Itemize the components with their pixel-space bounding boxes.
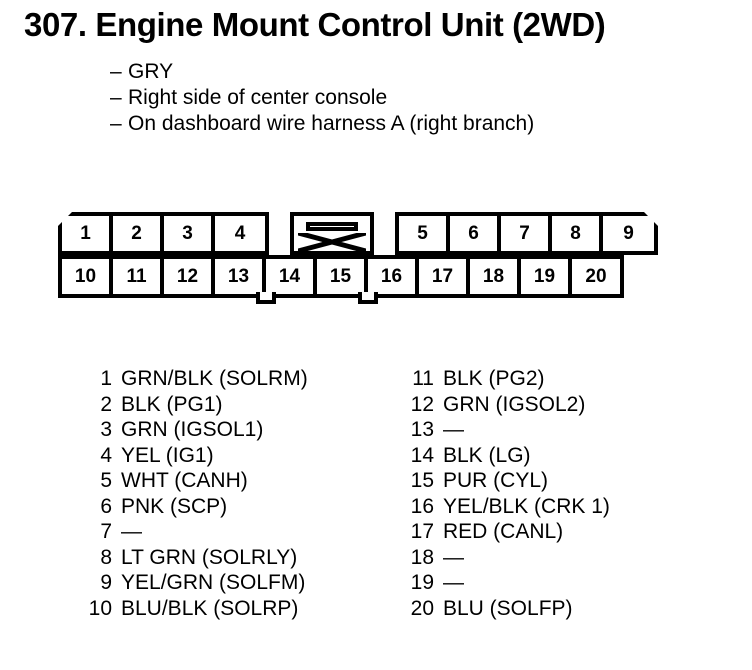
pin-row: 11 BLK (PG2) bbox=[404, 366, 610, 392]
pin-number: 14 bbox=[410, 443, 434, 467]
connector-latch-icon bbox=[290, 212, 374, 255]
pin-row: 5 WHT (CANH) bbox=[82, 468, 308, 494]
pin-number: 16 bbox=[410, 494, 434, 518]
pin-number: 1 bbox=[100, 367, 112, 390]
pin-label: PUR (CYL) bbox=[443, 469, 549, 492]
pin-row: 13 — bbox=[404, 417, 610, 443]
pin-row: 4 YEL (IG1) bbox=[82, 443, 308, 469]
pin-list-left-column: 1 GRN/BLK (SOLRM) 2 BLK (PG1) 3 GRN (IGSOL1… bbox=[82, 366, 308, 621]
connector-pin-cell-1[interactable]: 1 bbox=[58, 212, 113, 255]
pin-label: PNK (SCP) bbox=[121, 494, 228, 518]
connector-bottom-row: 10 11 12 13 14 15 16 17 18 19 20 bbox=[58, 255, 658, 298]
pin-row: 17 RED (CANL) bbox=[404, 519, 610, 545]
pin-row: 15 PUR (CYL) bbox=[404, 468, 610, 494]
pin-number: 9 bbox=[100, 571, 112, 594]
bullet-dash: – bbox=[110, 112, 122, 135]
pin-label: YEL/GRN (SOLFM) bbox=[121, 571, 306, 594]
connector-pin-cell-4[interactable]: 4 bbox=[211, 212, 269, 255]
connector-pin-cell-14[interactable]: 14 bbox=[262, 255, 317, 298]
pin-list-right-column: 11 BLK (PG2) 12 GRN (IGSOL2) 13 — 14 BLK (LG… bbox=[404, 366, 610, 621]
pin-row: 19 — bbox=[404, 570, 610, 596]
pin-label: GRN (IGSOL2) bbox=[443, 392, 586, 416]
pin-label: LT GRN (SOLRLY) bbox=[121, 545, 298, 569]
pin-label: — bbox=[443, 571, 464, 594]
connector-pin-cell-10[interactable]: 10 bbox=[58, 255, 113, 298]
subtitle-line: –Right side of center console bbox=[110, 85, 534, 111]
pin-number: 8 bbox=[100, 545, 112, 569]
pin-number: 19 bbox=[410, 571, 434, 594]
pin-row: 16 YEL/BLK (CRK 1) bbox=[404, 494, 610, 520]
connector-pin-cell-3[interactable]: 3 bbox=[160, 212, 215, 255]
latch-x-icon bbox=[298, 233, 366, 251]
connector-keying-tab-left bbox=[256, 292, 276, 304]
pin-number: 6 bbox=[100, 494, 112, 518]
pin-label: — bbox=[443, 545, 464, 569]
pin-label: YEL/BLK (CRK 1) bbox=[443, 494, 610, 518]
connector-pin-cell-19[interactable]: 19 bbox=[517, 255, 572, 298]
pin-label: BLU/BLK (SOLRP) bbox=[121, 596, 299, 620]
connector-keying-tab-right bbox=[358, 292, 378, 304]
pin-row: 10 BLU/BLK (SOLRP) bbox=[82, 596, 308, 622]
pin-row: 7— bbox=[82, 519, 308, 545]
subtitle-line: –GRY bbox=[110, 59, 534, 85]
pin-label: — bbox=[443, 418, 464, 441]
pin-number: 17 bbox=[410, 520, 434, 543]
subtitle-line: –On dashboard wire harness A (right bran… bbox=[110, 111, 534, 137]
pin-row: 8 LT GRN (SOLRLY) bbox=[82, 545, 308, 571]
pin-number: 3 bbox=[100, 418, 112, 441]
pin-row: 20 BLU (SOLFP) bbox=[404, 596, 610, 622]
pin-row: 14 BLK (LG) bbox=[404, 443, 610, 469]
connector-pin-cell-8[interactable]: 8 bbox=[548, 212, 603, 255]
subtitle-text: On dashboard wire harness A (right branc… bbox=[128, 112, 535, 135]
connector-top-row: 1 2 3 4 5 6 7 8 9 bbox=[58, 212, 658, 255]
connector-pin-cell-16[interactable]: 16 bbox=[364, 255, 419, 298]
pin-number: 5 bbox=[100, 469, 112, 492]
pin-row: 2 BLK (PG1) bbox=[82, 392, 308, 418]
latch-bar bbox=[306, 222, 358, 231]
pin-label: GRN (IGSOL1) bbox=[121, 418, 264, 441]
pin-number: 4 bbox=[100, 443, 112, 467]
pin-number: 15 bbox=[410, 469, 434, 492]
bullet-dash: – bbox=[110, 60, 122, 83]
bullet-dash: – bbox=[110, 86, 122, 109]
pin-number: 18 bbox=[410, 545, 434, 569]
connector-pin-cell-17[interactable]: 17 bbox=[415, 255, 470, 298]
connector-diagram: 1 2 3 4 5 6 7 8 9 10 11 12 13 14 15 16 1… bbox=[58, 212, 658, 304]
page-title: 307. Engine Mount Control Unit (2WD) bbox=[24, 6, 606, 43]
pin-label: BLU (SOLFP) bbox=[443, 596, 573, 620]
pin-label: GRN/BLK (SOLRM) bbox=[121, 367, 308, 390]
pin-row: 6 PNK (SCP) bbox=[82, 494, 308, 520]
pin-number: 2 bbox=[100, 392, 112, 416]
subtitle-list: –GRY –Right side of center console –On d… bbox=[110, 59, 534, 137]
pin-row: 1 GRN/BLK (SOLRM) bbox=[82, 366, 308, 392]
pin-number: 11 bbox=[412, 367, 434, 390]
connector-pin-cell-5[interactable]: 5 bbox=[395, 212, 450, 255]
pin-row: 9 YEL/GRN (SOLFM) bbox=[82, 570, 308, 596]
pin-number: 7 bbox=[100, 520, 112, 543]
connector-pin-cell-20[interactable]: 20 bbox=[568, 255, 624, 298]
pin-label: BLK (PG2) bbox=[443, 367, 545, 390]
pin-row: 12 GRN (IGSOL2) bbox=[404, 392, 610, 418]
connector-pin-cell-9[interactable]: 9 bbox=[599, 212, 658, 255]
pin-row: 3 GRN (IGSOL1) bbox=[82, 417, 308, 443]
connector-pin-cell-12[interactable]: 12 bbox=[160, 255, 215, 298]
subtitle-text: GRY bbox=[128, 60, 174, 83]
connector-pin-cell-18[interactable]: 18 bbox=[466, 255, 521, 298]
pin-label: RED (CANL) bbox=[443, 520, 564, 543]
pin-number: 12 bbox=[410, 392, 434, 416]
connector-pin-cell-6[interactable]: 6 bbox=[446, 212, 501, 255]
pin-number: 13 bbox=[410, 418, 434, 441]
connector-pin-cell-11[interactable]: 11 bbox=[109, 255, 164, 298]
pin-label: — bbox=[121, 520, 142, 543]
pin-number: 10 bbox=[88, 596, 112, 620]
pin-label: WHT (CANH) bbox=[121, 469, 248, 492]
subtitle-text: Right side of center console bbox=[128, 86, 388, 109]
pin-label: BLK (PG1) bbox=[121, 392, 223, 416]
pin-label: YEL (IG1) bbox=[121, 443, 214, 467]
pin-row: 18 — bbox=[404, 545, 610, 571]
pin-label: BLK (LG) bbox=[443, 443, 531, 467]
pin-number: 20 bbox=[410, 596, 434, 620]
connector-pin-cell-2[interactable]: 2 bbox=[109, 212, 164, 255]
connector-pin-cell-7[interactable]: 7 bbox=[497, 212, 552, 255]
